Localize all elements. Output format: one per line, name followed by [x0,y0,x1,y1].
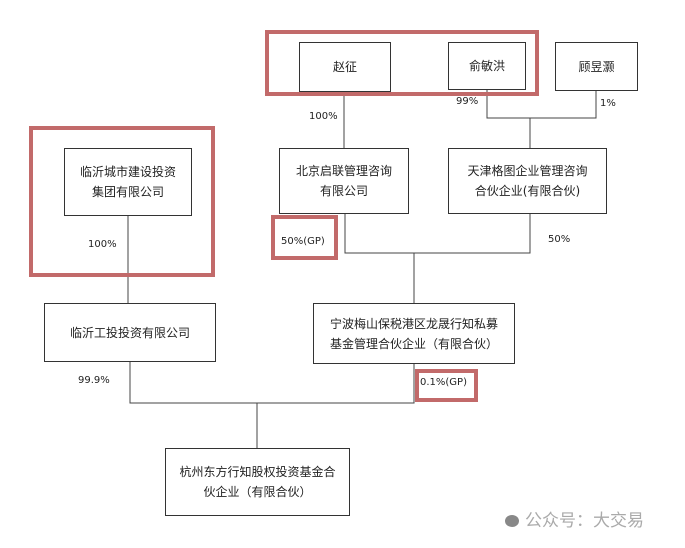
node-label: 北京启联管理咨询 有限公司 [295,164,392,198]
highlight-linyi-city [29,126,215,277]
pct-linyi-city-gongtou: 100% [88,239,117,250]
node-label: 杭州东方行知股权投资基金合 伙企业（有限合伙） [179,465,336,499]
node-linyi-city: 临沂城市建设投资 集团有限公司 [64,148,192,216]
node-ningbo-meishan: 宁波梅山保税港区龙晟行知私募 基金管理合伙企业（有限合伙） [313,303,515,364]
highlight-50-gp [271,215,338,260]
pct-beijing-ningbo: 50%(GP) [281,236,325,247]
pct-zhao-beijing: 100% [309,111,338,122]
node-label: 临沂工投投资有限公司 [69,325,190,340]
wechat-icon [505,515,519,527]
node-gu-yuhao: 顾昱灏 [555,42,638,91]
pct-ningbo-hangzhou: 0.1%(GP) [420,377,467,388]
watermark-text: 公众号：大交易 [525,511,644,531]
node-label: 天津格图企业管理咨询 合伙企业(有限合伙) [467,164,588,198]
line-gongtou-ningbo-join [129,361,415,404]
node-zhao-zheng: 赵征 [299,42,391,92]
node-label: 俞敏洪 [468,59,505,73]
node-label: 临沂城市建设投资 集团有限公司 [79,165,176,199]
node-label: 顾昱灏 [578,59,615,74]
highlight-0-1-gp [415,369,478,402]
node-linyi-gongtou: 临沂工投投资有限公司 [44,303,216,362]
highlight-individuals [265,30,539,96]
pct-tianjin-ningbo: 50% [548,234,571,245]
node-hangzhou-dongfang: 杭州东方行知股权投资基金合 伙企业（有限合伙） [165,448,350,516]
line-beijing-tianjin-join [344,213,531,254]
pct-gu-tianjin: 1% [600,98,616,109]
watermark: 公众号：大交易 [505,506,644,531]
node-tianjin-getu: 天津格图企业管理咨询 合伙企业(有限合伙) [448,148,607,214]
node-label: 赵征 [332,60,357,74]
node-beijing-qilian: 北京启联管理咨询 有限公司 [279,148,409,214]
pct-gongtou-hangzhou: 99.9% [78,375,110,386]
node-label: 宁波梅山保税港区龙晟行知私募 基金管理合伙企业（有限合伙） [329,316,498,351]
pct-yu-tianjin: 99% [456,96,479,107]
line-yu-gu-join [486,89,597,119]
node-yu-minhong: 俞敏洪 [448,42,526,90]
